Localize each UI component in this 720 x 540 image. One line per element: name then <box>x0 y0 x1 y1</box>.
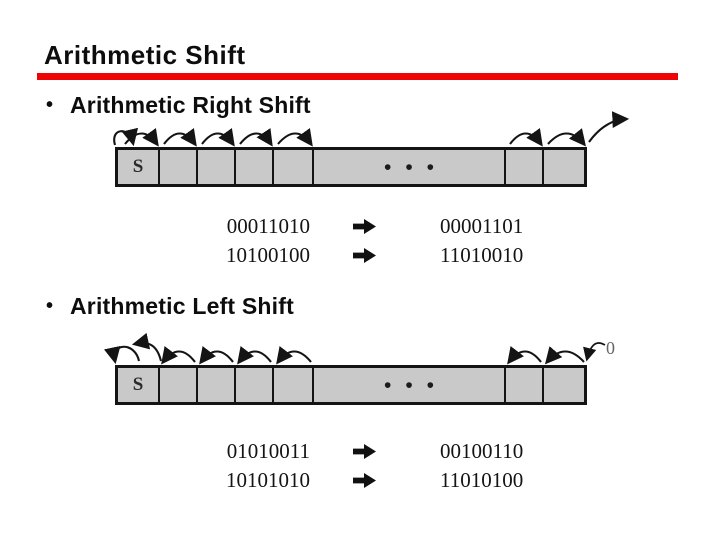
bit-cell <box>198 368 236 402</box>
example-before: 01010011 <box>226 439 310 463</box>
bit-cell <box>160 368 198 402</box>
maps-to-arrow-icon <box>353 444 377 459</box>
omitted-bits-cell: ••• <box>314 368 506 402</box>
example-after: 11010100 <box>440 468 524 492</box>
right-shift-arrows <box>113 111 630 147</box>
section-heading-label: Arithmetic Left Shift <box>70 293 294 319</box>
sign-bit-cell: S <box>118 368 160 402</box>
left-shift-arrows <box>103 332 606 365</box>
example-before: 10101010 <box>226 468 310 492</box>
sign-bit-label: S <box>132 156 144 177</box>
bullet-icon: • <box>46 295 54 317</box>
bit-cell <box>274 368 314 402</box>
serial-in-zero-label: 0 <box>606 338 615 358</box>
example-before: 00011010 <box>226 214 310 238</box>
right-shift-examples: 00011010 00001101 10100100 11010010 <box>150 212 580 270</box>
bit-cell <box>236 368 274 402</box>
section-heading-left-shift: • Arithmetic Left Shift <box>46 293 294 320</box>
omitted-bits-cell: ••• <box>314 150 506 184</box>
bit-cell <box>506 368 544 402</box>
example-after: 00001101 <box>440 214 524 238</box>
bit-out-arrow <box>588 111 630 143</box>
sign-bit-label: S <box>132 374 144 395</box>
section-heading-label: Arithmetic Right Shift <box>70 92 311 118</box>
bit-out-arrow <box>131 332 163 362</box>
sign-replicate-loop <box>113 127 139 147</box>
title-underline <box>37 73 678 80</box>
sign-bit-cell: S <box>118 150 160 184</box>
example-after: 00100110 <box>440 439 524 463</box>
maps-to-arrow-icon <box>353 219 377 234</box>
shift-register: S ••• <box>115 365 587 405</box>
bit-cell <box>236 150 274 184</box>
serial-zero-in-arrow <box>583 342 606 362</box>
example-after: 11010010 <box>440 243 524 267</box>
shift-register: S ••• <box>115 147 587 187</box>
bit-cell <box>544 368 584 402</box>
ellipsis-dots: ••• <box>383 373 449 397</box>
bit-cell <box>274 150 314 184</box>
left-shift-examples: 01010011 00100110 10101010 11010100 <box>150 437 580 495</box>
maps-to-arrow-icon <box>353 248 377 263</box>
maps-to-arrow-icon <box>353 473 377 488</box>
bit-cell <box>198 150 236 184</box>
section-heading-right-shift: • Arithmetic Right Shift <box>46 92 311 119</box>
bullet-icon: • <box>46 94 54 116</box>
bit-cell <box>160 150 198 184</box>
sign-keep-loop <box>103 345 141 365</box>
example-before: 10100100 <box>226 243 310 267</box>
ellipsis-dots: ••• <box>383 155 449 179</box>
bit-cell <box>544 150 584 184</box>
bit-cell <box>506 150 544 184</box>
page-title: Arithmetic Shift <box>44 40 246 70</box>
